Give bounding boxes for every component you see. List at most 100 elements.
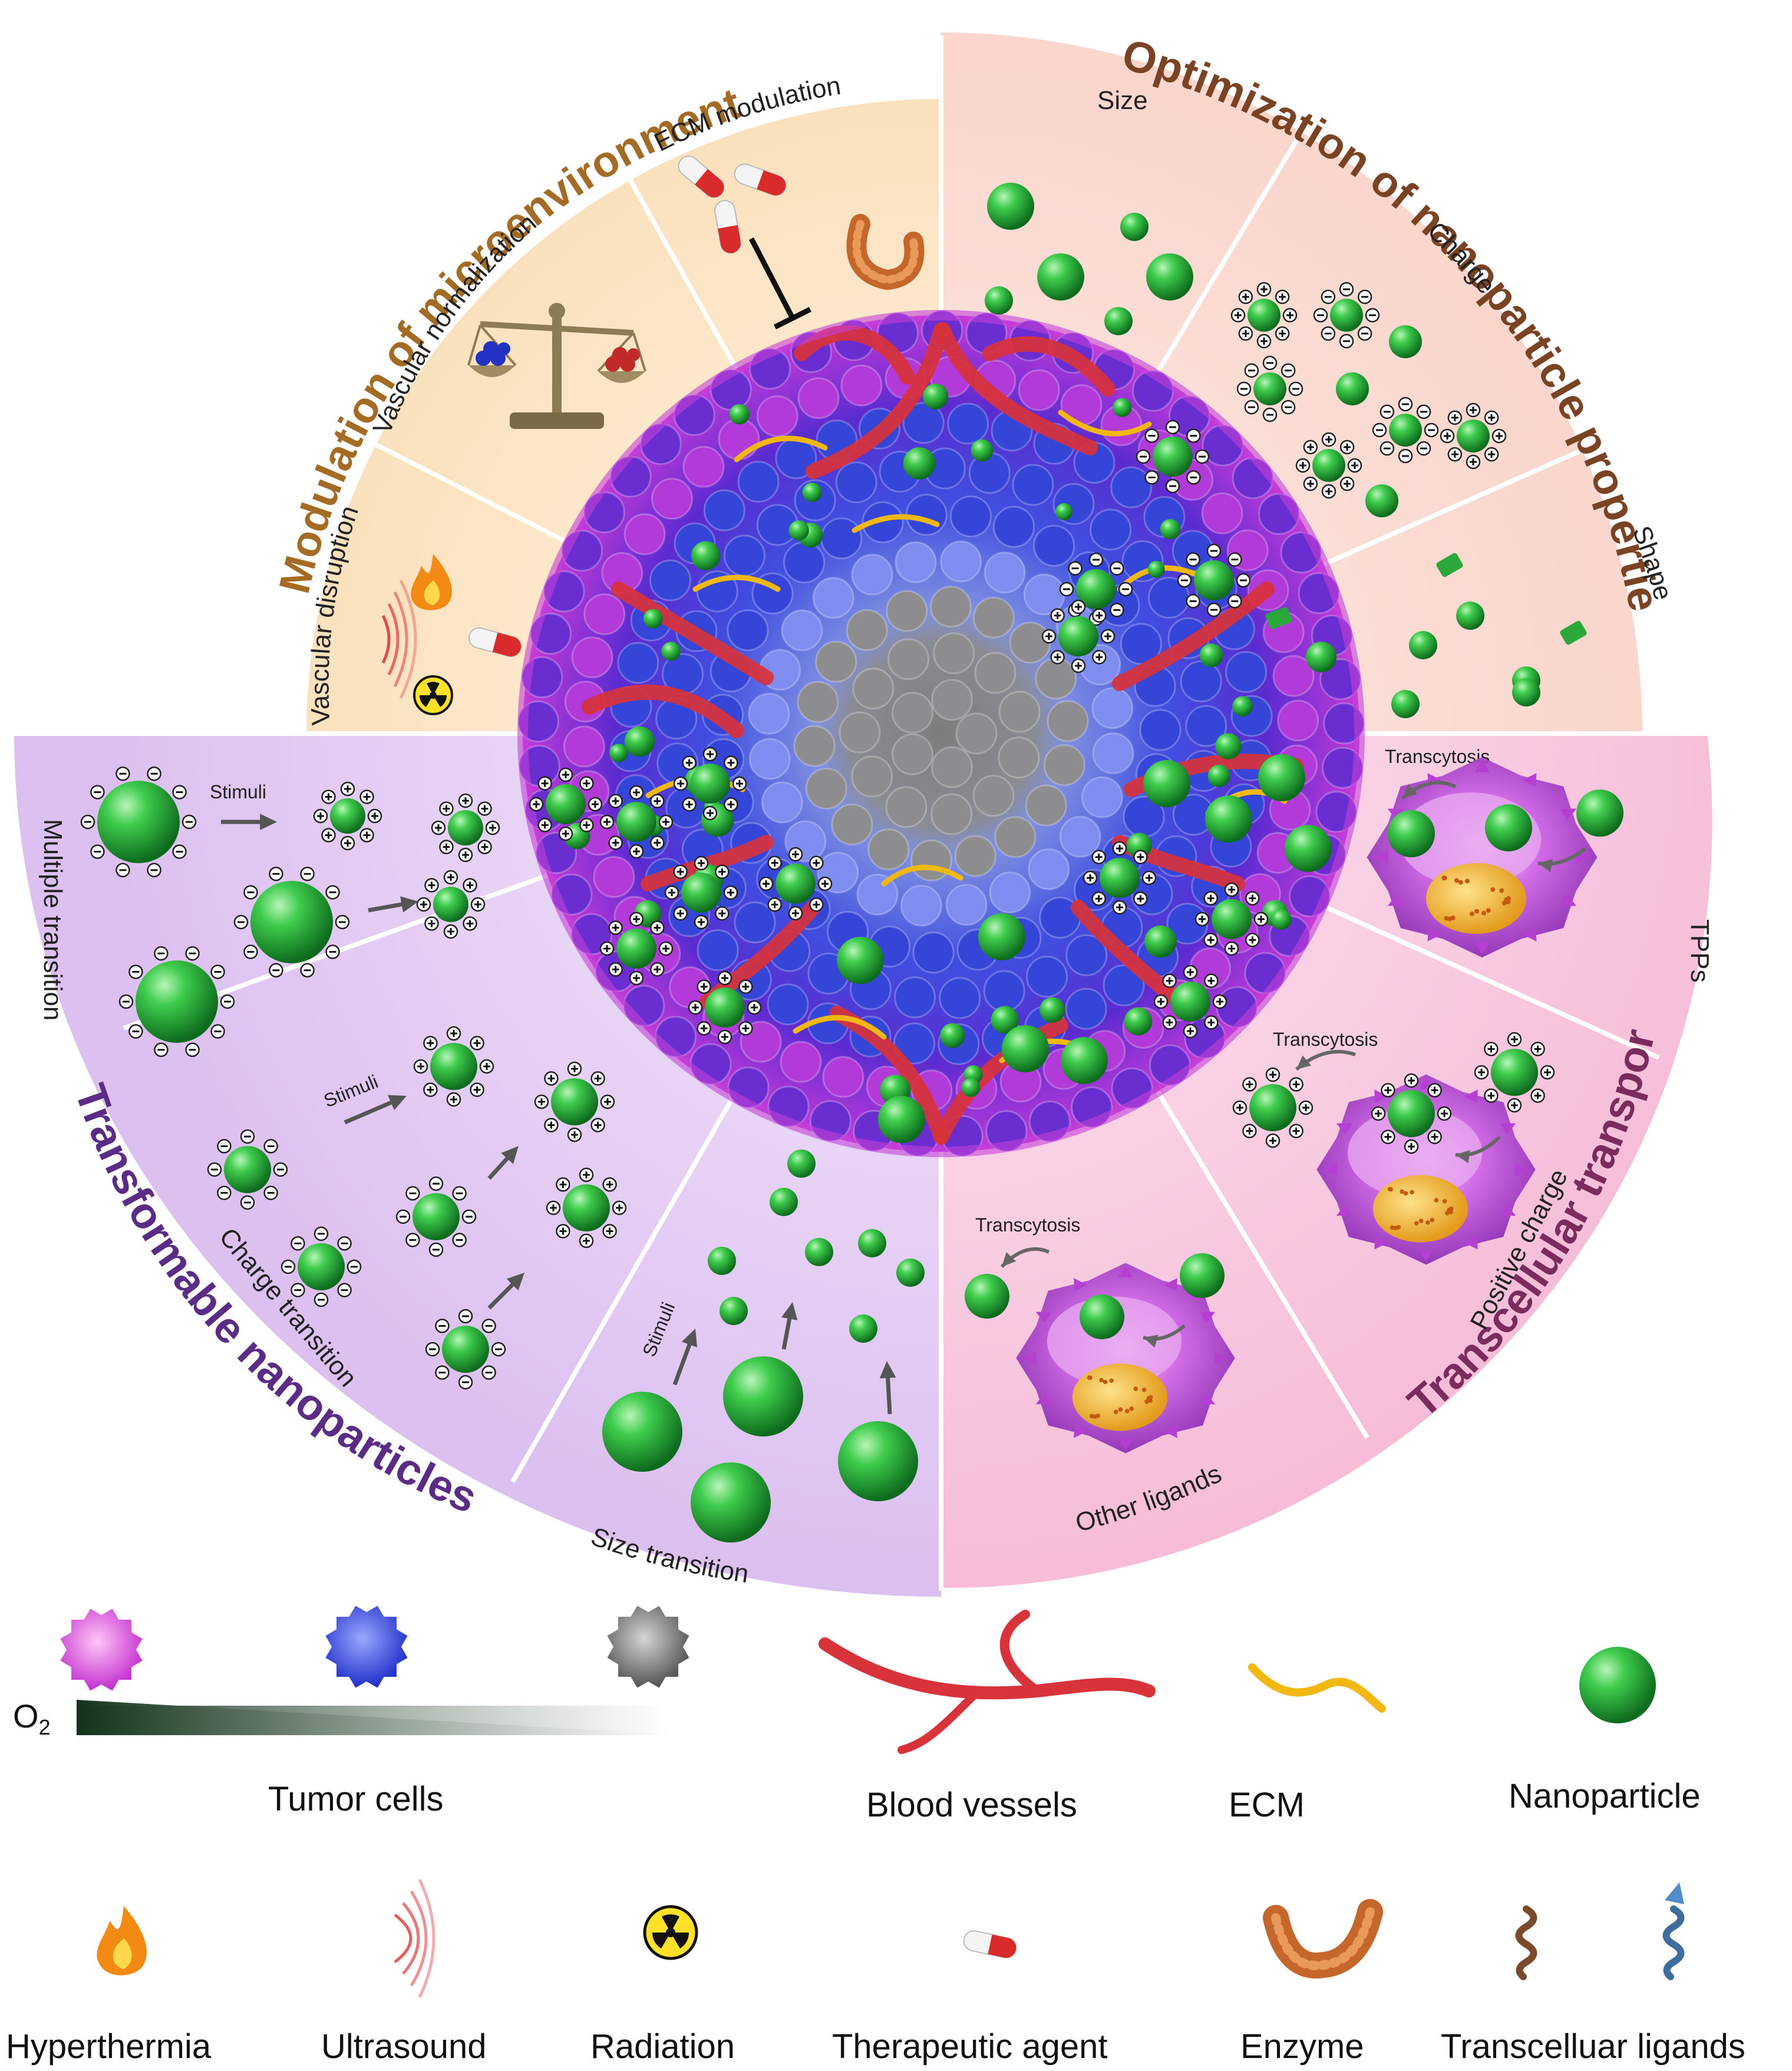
nanoparticle: [849, 1314, 877, 1343]
arrow-icon: [344, 1095, 407, 1125]
legend: [60, 1606, 1685, 1999]
arrow-icon: [879, 1361, 896, 1415]
nanoparticle: [599, 785, 674, 859]
label-size: Size: [1097, 86, 1148, 115]
nanoparticle: [837, 937, 884, 984]
nanoparticle: [965, 1274, 1009, 1319]
arrow-icon: [672, 1329, 698, 1386]
nanoparticle: [1391, 690, 1420, 718]
nanoparticle: [1194, 882, 1269, 956]
curved-arrow-icon: [1401, 781, 1457, 800]
legend-label: Blood vessels: [866, 1786, 1077, 1824]
nanoparticle: [1512, 678, 1540, 706]
nanoparticle: [1041, 599, 1116, 673]
nanoparticle: [664, 856, 738, 930]
arrow-icon: [487, 1146, 519, 1180]
nanoparticle: [1180, 1253, 1225, 1298]
therapeutic-agent-icon: [468, 627, 522, 658]
nanoparticle: [1120, 213, 1149, 241]
nanoparticle: [280, 1226, 362, 1307]
transcellular-ligand-icon: [1515, 1905, 1537, 1980]
nanoparticle: [896, 1259, 925, 1287]
label-multiple-transition: Multiple transition: [38, 819, 67, 1020]
legend-label: Nanoparticle: [1509, 1777, 1701, 1815]
curved-arrow-icon: [1295, 1049, 1356, 1071]
legend-label: Radiation: [590, 2027, 735, 2066]
nanoparticle: [691, 1462, 771, 1542]
arrow-icon: [781, 1302, 798, 1350]
nanoparticle: [1080, 1294, 1124, 1339]
arrow-icon: [368, 896, 418, 913]
flame-icon: [411, 554, 452, 610]
transcellular-ligand-icon: [1662, 1905, 1685, 1980]
nanoparticle: [978, 913, 1025, 960]
nanoparticle: [313, 781, 382, 851]
rod-nanoparticle: [1436, 553, 1463, 577]
nanoparticle: [1136, 420, 1210, 494]
nanoparticle: [723, 1356, 803, 1436]
nanoparticle: [534, 1061, 615, 1142]
nanoparticle: [233, 866, 350, 978]
nanoparticle: [1372, 397, 1439, 464]
nanoparticle: [708, 1247, 736, 1275]
hyperthermia-flame-icon: [97, 1906, 147, 1976]
nanoparticle: [413, 1026, 494, 1107]
enzyme-icon: [1263, 1899, 1383, 1978]
nanoparticle: [1232, 1067, 1314, 1148]
tumor-cell-hypoxic-icon: [325, 1606, 408, 1688]
nanoparticle: [1143, 760, 1190, 807]
nanoparticle: [1104, 307, 1133, 335]
stimuli-label-multiple: Stimuli: [210, 781, 266, 802]
nanoparticle: [1177, 543, 1251, 617]
nanoparticle: [1230, 282, 1298, 349]
nanoparticle: [673, 747, 747, 821]
ultrasound-wave-icon: [394, 1878, 435, 1999]
nanoparticle: [80, 766, 197, 878]
nanoparticle: [1474, 1032, 1555, 1113]
nanoparticle: [688, 970, 762, 1045]
tumor-cell-normoxic-icon: [60, 1608, 143, 1691]
endothelial-cell-icon: [1367, 757, 1598, 957]
o2-gradient-bar: [77, 1706, 672, 1735]
nanoparticle: [1336, 372, 1369, 405]
nanoparticle: [395, 1176, 477, 1257]
nanoparticle: [838, 1421, 918, 1501]
ultrasound-icon: [381, 579, 417, 699]
therapeutic-agent-icon: [963, 1930, 1017, 1958]
nanoparticle-icon: [1579, 1647, 1656, 1723]
nanoparticle: [1153, 965, 1227, 1039]
nanoparticle: [1295, 432, 1362, 499]
arrow-icon: [487, 1273, 524, 1310]
tumor-spheroid: [517, 309, 1365, 1157]
legend-label: Tumor cells: [268, 1780, 444, 1818]
nanoparticle: [529, 767, 603, 841]
nanoparticle: [1313, 282, 1380, 349]
legend-label: Therapeutic agent: [832, 2027, 1108, 2066]
legend-label: Transcelluar ligands: [1441, 2027, 1745, 2066]
nanoparticle: [1365, 484, 1398, 517]
nanoparticle: [1576, 790, 1623, 837]
therapeutic-agent-icon: [678, 156, 725, 198]
legend-label: Ultrasound: [321, 2027, 487, 2066]
nanoparticle: [1485, 804, 1532, 851]
arrow-icon: [221, 814, 277, 830]
nanoparticle: [599, 911, 674, 986]
ecm-inhibition-symbol: [749, 237, 812, 330]
curved-arrow-icon: [1143, 1324, 1186, 1348]
nanoparticle: [546, 1167, 627, 1248]
rod-nanoparticle: [1265, 607, 1292, 629]
nanoparticle: [1083, 841, 1157, 915]
legend-label: Hyperthermia: [6, 2027, 212, 2066]
balance-scale-icon: [467, 303, 646, 429]
tumor-cell-necrotic-icon: [607, 1606, 689, 1688]
nanoparticle: [1285, 825, 1332, 872]
curved-arrow-icon: [1000, 1247, 1050, 1269]
nanoparticle: [1388, 810, 1435, 857]
nanoparticle: [1258, 754, 1305, 801]
nanoparticle: [207, 1129, 288, 1210]
rod-nanoparticle: [1560, 620, 1587, 645]
o2-label: O2: [13, 1697, 51, 1740]
curved-arrow-icon: [1455, 1135, 1501, 1164]
therapeutic-agent-icon: [734, 163, 787, 196]
